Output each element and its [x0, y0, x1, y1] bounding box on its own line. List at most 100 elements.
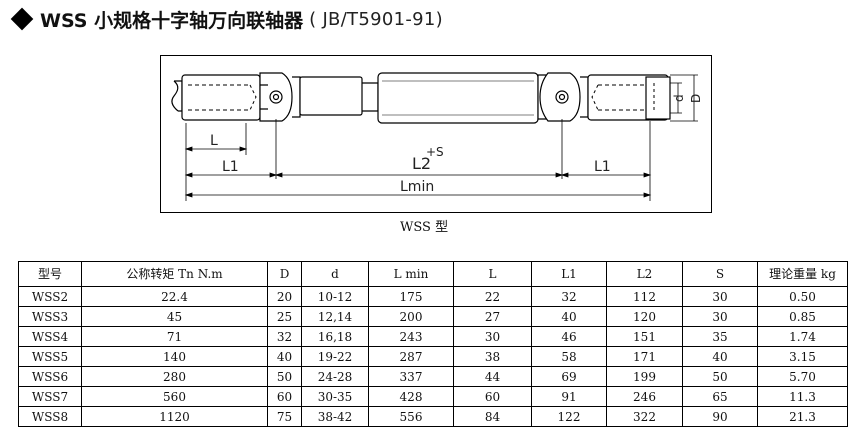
header-d-small: d [301, 261, 369, 287]
cell-weight: 0.50 [757, 286, 848, 307]
cell-d-large: 75 [267, 406, 302, 427]
cell-d-large: 20 [267, 286, 302, 307]
cell-d-large: 40 [267, 346, 302, 367]
table-row: WSS8 1120 75 38-42 556 84 122 322 90 21.… [18, 406, 848, 427]
cell-l1: 69 [531, 366, 607, 387]
header-lmin: L min [368, 261, 454, 287]
page-title: WSS 小规格十字轴万向联轴器 ( JB/T5901-91) [8, 6, 443, 32]
cell-model: WSS7 [18, 386, 82, 407]
table-row: WSS7 560 60 30-35 428 60 91 246 65 11.3 [18, 386, 848, 407]
cell-d-large: 32 [267, 326, 302, 347]
table-row: WSS4 71 32 16,18 243 30 46 151 35 1.74 [18, 326, 848, 347]
label-plus-s: +S [426, 145, 444, 159]
table-row: WSS6 280 50 24-28 337 44 69 199 50 5.70 [18, 366, 848, 387]
cell-weight: 1.74 [757, 326, 848, 347]
header-weight: 理论重量 kg [757, 261, 848, 287]
cell-weight: 21.3 [757, 406, 848, 427]
cell-torque: 280 [81, 366, 268, 387]
cell-model: WSS5 [18, 346, 82, 367]
cell-torque: 71 [81, 326, 268, 347]
cell-l: 60 [453, 386, 532, 407]
cell-l1: 32 [531, 286, 607, 307]
cell-lmin: 556 [368, 406, 454, 427]
cell-s: 30 [682, 306, 758, 327]
cell-d-large: 60 [267, 386, 302, 407]
label-l1-right: L1 [594, 159, 611, 175]
cell-l1: 40 [531, 306, 607, 327]
dimension-lmin [184, 179, 652, 201]
cell-d-small: 30-35 [301, 386, 369, 407]
cell-d-small: 19-22 [301, 346, 369, 367]
cell-l: 44 [453, 366, 532, 387]
header-l2: L2 [606, 261, 683, 287]
cell-s: 50 [682, 366, 758, 387]
cell-l1: 122 [531, 406, 607, 427]
cell-l2: 151 [606, 326, 683, 347]
cell-lmin: 243 [368, 326, 454, 347]
cell-l: 22 [453, 286, 532, 307]
cell-d-small: 24-28 [301, 366, 369, 387]
header-model: 型号 [18, 261, 82, 287]
cell-torque: 140 [81, 346, 268, 367]
cell-d-small: 38-42 [301, 406, 369, 427]
cell-d-small: 16,18 [301, 326, 369, 347]
label-lmin: Lmin [400, 179, 434, 195]
dimension-l [184, 123, 248, 155]
cell-l: 30 [453, 326, 532, 347]
cell-lmin: 200 [368, 306, 454, 327]
cell-lmin: 428 [368, 386, 454, 407]
cell-l: 84 [453, 406, 532, 427]
header-l1: L1 [531, 261, 607, 287]
cell-d-large: 25 [267, 306, 302, 327]
cell-lmin: 337 [368, 366, 454, 387]
cell-torque: 22.4 [81, 286, 268, 307]
left-sleeve [299, 76, 379, 116]
coupling-drawing: L L1 L2 +S L1 Lmin d D [160, 55, 712, 213]
cell-weight: 5.70 [757, 366, 848, 387]
header-d-large: D [267, 261, 302, 287]
dimension-l1-l2 [184, 119, 652, 179]
cell-l2: 322 [606, 406, 683, 427]
label-d-small: d [672, 94, 686, 102]
cell-torque: 45 [81, 306, 268, 327]
title-main: WSS 小规格十字轴万向联轴器 [40, 9, 304, 32]
cell-l1: 91 [531, 386, 607, 407]
right-hinge [537, 72, 589, 122]
central-tube [377, 72, 539, 124]
cell-model: WSS3 [18, 306, 82, 327]
cell-d-large: 50 [267, 366, 302, 387]
cell-model: WSS4 [18, 326, 82, 347]
cell-l2: 112 [606, 286, 683, 307]
label-l1-left: L1 [222, 159, 239, 175]
spec-table: 型号 公称转矩 Tn N.m D d L min L L1 L2 S 理论重量 … [18, 261, 848, 427]
cell-weight: 11.3 [757, 386, 848, 407]
cell-l2: 199 [606, 366, 683, 387]
cell-torque: 1120 [81, 406, 268, 427]
cell-lmin: 175 [368, 286, 454, 307]
header-torque: 公称转矩 Tn N.m [81, 261, 268, 287]
cell-l2: 120 [606, 306, 683, 327]
left-shaft-stub [171, 80, 183, 112]
label-l2: L2 [412, 154, 431, 173]
left-hinge [259, 72, 301, 122]
title-standard: ( JB/T5901-91) [309, 8, 443, 30]
cell-l: 38 [453, 346, 532, 367]
cell-model: WSS2 [18, 286, 82, 307]
cell-s: 65 [682, 386, 758, 407]
table-row: WSS5 140 40 19-22 287 38 58 171 40 3.15 [18, 346, 848, 367]
cell-l: 27 [453, 306, 532, 327]
cell-l1: 58 [531, 346, 607, 367]
cell-weight: 3.15 [757, 346, 848, 367]
cell-s: 35 [682, 326, 758, 347]
cell-d-small: 10-12 [301, 286, 369, 307]
diamond-bullet-icon [10, 7, 34, 31]
cell-model: WSS8 [18, 406, 82, 427]
cell-lmin: 287 [368, 346, 454, 367]
cell-l2: 171 [606, 346, 683, 367]
right-hub [645, 76, 671, 120]
cell-weight: 0.85 [757, 306, 848, 327]
drawing-frame [160, 55, 712, 213]
cell-d-small: 12,14 [301, 306, 369, 327]
header-s: S [682, 261, 758, 287]
drawing-caption: WSS 型 [400, 220, 449, 235]
